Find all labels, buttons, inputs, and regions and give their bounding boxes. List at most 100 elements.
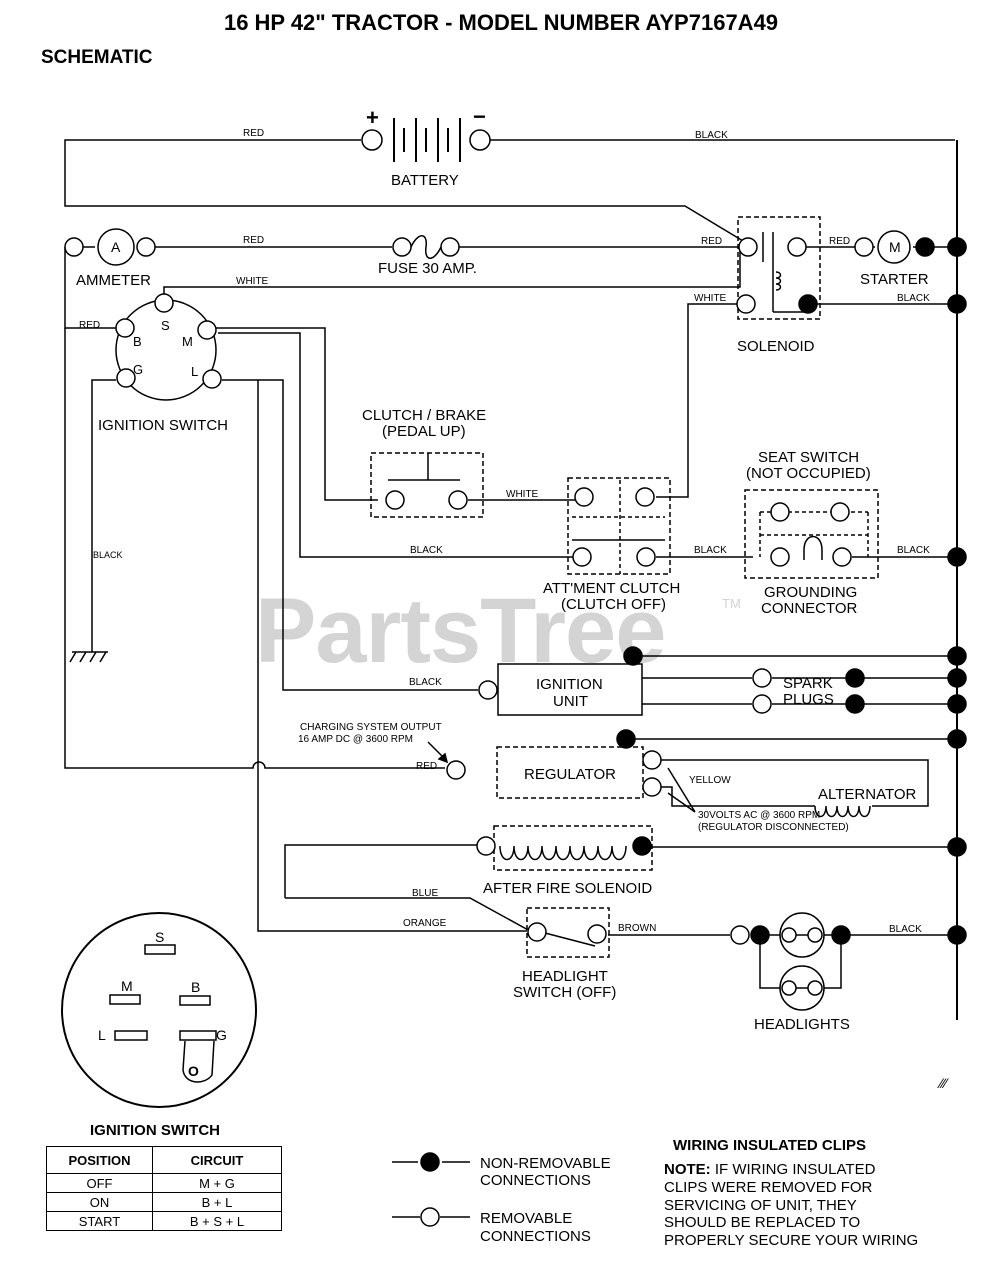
svg-text:BLACK: BLACK [410,545,443,556]
ignition-switch: S B M G L IGNITION SWITCH [98,293,228,434]
att-clutch-label: ATT'MENT CLUTCH [543,580,680,597]
legend-open-dot [420,1207,440,1227]
wire-white-solenoid [656,303,737,498]
headlights: HEADLIGHTS ⁄⁄⁄ [730,912,950,1091]
svg-text:BLACK: BLACK [409,677,442,688]
wire-blue2 [285,897,531,932]
headlight-switch-sublabel: SWITCH (OFF) [513,984,616,1001]
charging-note-2: 16 AMP DC @ 3600 RPM [298,734,413,745]
svg-text:SHOULD BE REPLACED TO: SHOULD BE REPLACED TO [664,1214,860,1231]
svg-text:CLIPS WERE REMOVED FOR: CLIPS WERE REMOVED FOR [664,1179,873,1196]
solenoid: SOLENOID [736,216,821,355]
svg-text:WHITE: WHITE [506,489,539,500]
svg-text:B: B [133,334,142,349]
headlights-label: HEADLIGHTS [754,1016,850,1033]
svg-text:M: M [889,239,901,255]
wire-white-s [163,243,741,298]
spark-plugs-label: SPARK [783,675,833,692]
svg-text:BLUE: BLUE [412,888,438,899]
svg-text:L: L [98,1027,106,1043]
wire-l [222,379,478,691]
seat-switch: SEAT SWITCH (NOT OCCUPIED) GROUNDING CON… [744,449,879,617]
ignition-unit-label: IGNITION [536,676,603,693]
svg-text:SERVICING OF UNIT, THEY: SERVICING OF UNIT, THEY [664,1197,857,1214]
wire-red-left [64,328,445,769]
svg-text:O: O [188,1063,199,1079]
svg-text:BLACK: BLACK [694,545,727,556]
ground-bus-connections [947,237,967,945]
clutch-brake-sublabel: (PEDAL UP) [382,423,466,440]
wire-m-att [218,332,573,558]
svg-text:A: A [111,239,121,255]
attachment-clutch-switch: ATT'MENT CLUTCH (CLUTCH OFF) [543,477,680,613]
after-fire-solenoid: AFTER FIRE SOLENOID [476,825,653,897]
legend-non-removable-2: CONNECTIONS [480,1172,591,1189]
legend: NON-REMOVABLE CONNECTIONS REMOVABLE CONN… [392,1152,611,1245]
svg-text:ORANGE: ORANGE [403,918,447,929]
battery-plus-sign: + [366,105,379,130]
ignition-unit: IGNITION UNIT SPARK PLUGS [478,646,865,716]
svg-text:YELLOW: YELLOW [689,775,731,786]
legend-filled-dot [420,1152,440,1172]
clutch-brake-switch: CLUTCH / BRAKE (PEDAL UP) [362,407,486,518]
legend-removable-2: CONNECTIONS [480,1228,591,1245]
battery-minus-sign: − [473,104,486,129]
legend-non-removable: NON-REMOVABLE [480,1155,611,1172]
spark-plugs-sublabel: PLUGS [783,691,834,708]
table-row: OFF M + G [46,1173,282,1193]
wire-l-down [257,380,527,932]
watermark-tm: TM [722,596,741,611]
svg-text:BROWN: BROWN [618,923,656,934]
svg-text:G: G [133,362,143,377]
table-row: ON B + L [46,1192,282,1212]
svg-text:RED: RED [243,235,264,246]
svg-text:RED: RED [243,128,264,139]
svg-text:L: L [191,364,198,379]
battery: + − BATTERY [361,104,491,189]
circuit-cell: M + G [152,1173,282,1193]
starter-label: STARTER [860,271,929,288]
wiring-clips-note: WIRING INSULATED CLIPS NOTE: IF WIRING I… [664,1137,918,1249]
svg-text:G: G [216,1027,227,1043]
svg-text:RED: RED [79,320,100,331]
circuit-cell: B + L [152,1192,282,1212]
fuse-label: FUSE 30 AMP. [378,260,477,277]
regulator-label: REGULATOR [524,766,616,783]
ground-symbol [69,651,108,663]
svg-text:BLACK: BLACK [695,130,728,141]
svg-text:RED: RED [416,761,437,772]
headlight-switch-label: HEADLIGHT [522,968,608,985]
seat-switch-label: SEAT SWITCH [758,449,859,466]
headlight-switch: HEADLIGHT SWITCH (OFF) [513,907,616,1001]
wire-black-g [91,379,116,652]
wire-hl2 [759,935,842,989]
wire-labels: RED BLACK RED RED RED WHITE WHITE BLACK … [79,128,930,935]
position-cell: START [46,1211,153,1231]
svg-text:M: M [182,334,193,349]
svg-text:S: S [161,318,170,333]
position-header: POSITION [46,1146,153,1174]
grounding-sublabel: CONNECTOR [761,600,858,617]
circuit-header: CIRCUIT [152,1146,282,1174]
wire-blue [284,844,477,898]
svg-text:S: S [155,929,164,945]
legend-removable: REMOVABLE [480,1210,572,1227]
after-fire-label: AFTER FIRE SOLENOID [483,880,652,897]
att-clutch-sublabel: (CLUTCH OFF) [561,596,666,613]
svg-text:BLACK: BLACK [889,924,922,935]
svg-text:BLACK: BLACK [897,545,930,556]
wire-hl-switch [544,932,596,947]
watermark: PartsTree [255,580,666,682]
charging-note: CHARGING SYSTEM OUTPUT [300,722,442,733]
page-title: 16 HP 42" TRACTOR - MODEL NUMBER AYP7167… [223,10,779,35]
note-heading: WIRING INSULATED CLIPS [673,1137,866,1154]
svg-text:⁄⁄⁄: ⁄⁄⁄ [937,1075,950,1091]
svg-text:WHITE: WHITE [694,293,727,304]
svg-text:NOTE: IF WIRING INSULATED: NOTE: IF WIRING INSULATED [664,1161,876,1178]
circuit-cell: B + S + L [152,1211,282,1231]
svg-text:RED: RED [701,236,722,247]
ammeter-label: AMMETER [76,272,151,289]
battery-plus-terminal [361,129,383,151]
alternator: ALTERNATOR 30VOLTS AC @ 3600 RPM (REGULA… [667,767,917,833]
svg-text:BLACK: BLACK [897,293,930,304]
